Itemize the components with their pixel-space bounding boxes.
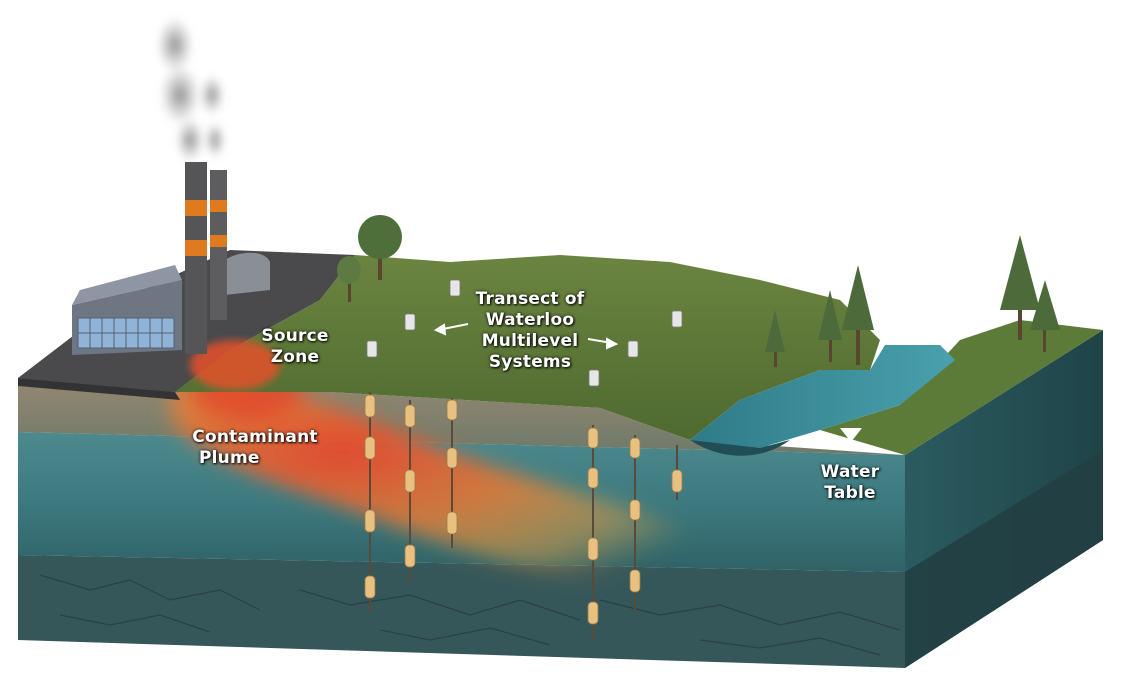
bedrock-texture bbox=[39, 574, 901, 656]
transect-label: Transect of Waterloo Multilevel Systems bbox=[475, 289, 585, 372]
right-bank bbox=[820, 320, 1103, 455]
ground-surface bbox=[175, 255, 880, 440]
multilevel-systems bbox=[364, 392, 683, 640]
smokestack-icon bbox=[185, 162, 227, 354]
source-zone bbox=[190, 340, 280, 390]
smoke bbox=[157, 17, 225, 162]
contaminant-plume-label: Contaminant Plume bbox=[192, 427, 318, 468]
triangle-down-icon bbox=[836, 428, 866, 448]
source-zone-label: Source Zone bbox=[261, 326, 329, 367]
transect-arrows bbox=[433, 323, 619, 350]
monitoring-well-icon bbox=[366, 279, 683, 387]
tree-icon bbox=[337, 215, 402, 302]
water-table-label: Water Table bbox=[820, 462, 880, 503]
factory-icon bbox=[72, 252, 270, 355]
tree-icon bbox=[765, 235, 1060, 367]
river bbox=[690, 345, 955, 448]
bedrock-layer bbox=[18, 555, 905, 668]
